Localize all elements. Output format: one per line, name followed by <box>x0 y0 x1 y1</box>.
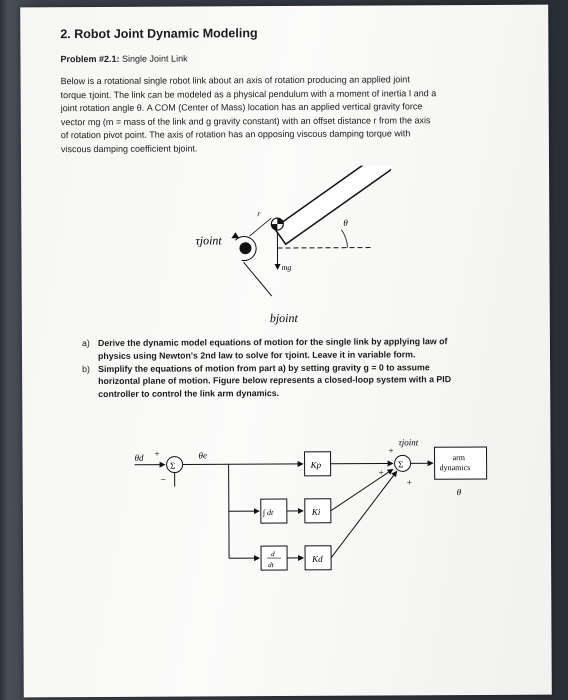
arm-dynamics-block <box>434 446 488 480</box>
torque-arrowhead <box>231 232 240 239</box>
intro-line: viscous damping coefficient bjoint. <box>60 142 198 154</box>
link-diagram: r mg θ τjoint bjoint <box>195 165 392 325</box>
torque-arrow <box>235 236 257 262</box>
worksheet-page: 2. Robot Joint Dynamic Modeling Problem … <box>20 4 552 698</box>
sigma-2: Σ <box>398 459 403 469</box>
kd-out <box>330 470 398 559</box>
task-text: horizontal plane of motion. Figure below… <box>98 374 452 387</box>
sum2-plus-top: + <box>388 445 393 455</box>
error-line <box>182 460 304 467</box>
link-arm <box>273 165 392 246</box>
sum2-plus-bottom: + <box>407 477 412 487</box>
task-text: Derive the dynamic model equations of mo… <box>97 336 448 348</box>
sum1-plus: + <box>155 449 160 459</box>
ki-out <box>330 468 394 512</box>
task-text: controller to control the link arm dynam… <box>98 388 280 400</box>
sigma-1: Σ <box>170 461 175 471</box>
task-line: controller to control the link arm dynam… <box>98 386 451 401</box>
task-text: Simplify the equations of motion from pa… <box>98 361 430 374</box>
pid-block-diagram: θd + Σ − θe Kp ∫ dt Ki d dt Kd + + + Σ τ… <box>135 437 488 571</box>
theta-output-label: θ <box>457 487 462 497</box>
integral-label: ∫ dt <box>262 508 274 517</box>
tau-joint-label: τjoint <box>195 233 222 247</box>
problem-number: Problem #2.1: <box>60 53 120 65</box>
pivot-point <box>239 242 252 255</box>
section-heading: 2. Robot Joint Dynamic Modeling <box>60 26 258 42</box>
task-item: a) Derive the dynamic model equations of… <box>82 335 522 363</box>
dynamics-label: dynamics <box>440 463 471 472</box>
damping-arrow <box>243 261 273 297</box>
sum2-plus-left: + <box>379 467 384 477</box>
derivative-numerator: d <box>271 550 275 558</box>
theta-d-label: θd <box>135 453 144 463</box>
b-joint-label: bjoint <box>270 311 299 325</box>
arm-label: arm <box>453 453 466 462</box>
intro-paragraph: Below is a rotational single robot link … <box>61 73 511 156</box>
theta-arc <box>341 229 348 248</box>
theta-e-label: θe <box>199 450 207 460</box>
task-line: horizontal plane of motion. Figure below… <box>98 374 451 389</box>
tau-joint-signal: τjoint <box>398 437 418 447</box>
ki-label: Ki <box>311 507 321 517</box>
kd-label: Kd <box>311 554 323 564</box>
task-item: b) Simplify the equations of motion from… <box>82 360 522 401</box>
task-label: a) <box>81 338 90 349</box>
task-list: a) Derive the dynamic model equations of… <box>82 335 522 401</box>
task-label: b) <box>82 363 90 374</box>
theta-label: θ <box>343 218 348 228</box>
com-marker <box>270 217 284 231</box>
mg-label: mg <box>282 263 292 272</box>
kp-label: Kp <box>310 460 322 470</box>
sum1-minus: − <box>161 475 166 485</box>
r-label: r <box>257 209 261 218</box>
r-arrow <box>249 217 272 237</box>
mg-arrowhead <box>274 264 281 271</box>
problem-label: Problem #2.1: Single Joint Link <box>60 54 187 65</box>
task-text: physics using Newton's 2nd law to solve … <box>97 349 416 361</box>
problem-title: Single Joint Link <box>121 53 188 64</box>
derivative-denominator: dt <box>268 561 275 569</box>
